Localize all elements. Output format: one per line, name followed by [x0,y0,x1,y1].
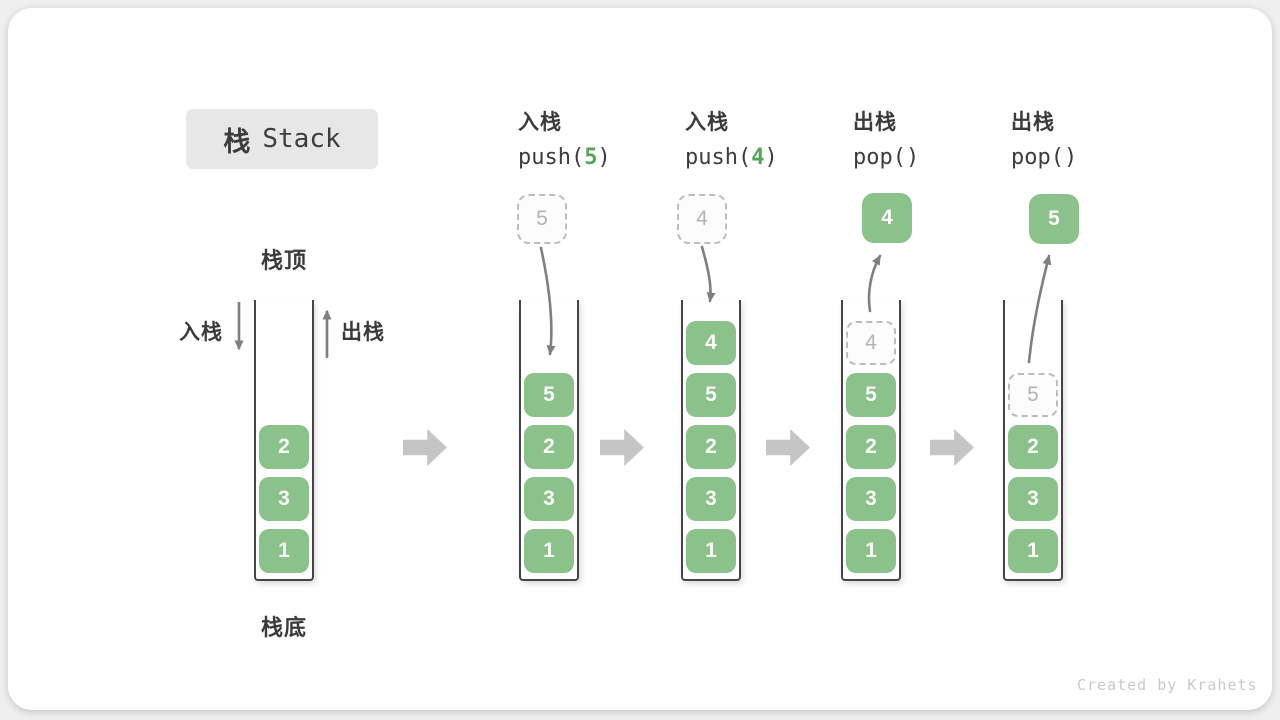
code-post: ) [1063,145,1078,170]
op-zh: 出栈 [853,111,897,134]
title-zh: 栈 [223,126,251,157]
stack-container-2: 5 2 3 1 [519,300,579,581]
code-post: ) [905,145,920,170]
stack-cell: 2 [1008,425,1058,469]
label-pop-side: 出栈 [341,321,385,344]
stack-cell: 1 [686,529,736,573]
watermark: Created by Krahets [1077,676,1258,694]
op-code: push(5) [518,145,611,170]
code-post: ) [597,145,611,170]
stack-cell: 3 [259,477,309,521]
stack-cell: 3 [686,477,736,521]
stack-cell: 5 [846,373,896,417]
stack-cell-ghost: 4 [846,321,896,365]
stack-cell: 1 [1008,529,1058,573]
stack-cell: 2 [686,425,736,469]
code-arg: 5 [584,145,598,170]
float-box-solid-4: 4 [862,193,912,243]
op-zh: 入栈 [685,111,729,134]
op-zh: 入栈 [518,111,562,134]
op-code: pop() [853,145,919,170]
stack-cell: 3 [524,477,574,521]
float-box-dashed-5: 5 [517,194,567,244]
stack-cell: 3 [846,477,896,521]
stack-cell: 1 [846,529,896,573]
code-pre: pop( [1011,145,1064,170]
op-zh: 出栈 [1011,111,1055,134]
stack-cell: 5 [524,373,574,417]
stack-container-1: 2 3 1 [254,300,314,581]
op-label-push-4: 入栈 push(4) [685,106,778,170]
stack-container-4: 4 5 2 3 1 [841,300,901,581]
label-stack-bottom: 栈底 [260,615,307,640]
stack-container-3: 4 5 2 3 1 [681,300,741,581]
stack-cell-ghost: 5 [1008,373,1058,417]
op-label-pop-1: 出栈 pop() [853,106,919,170]
label-stack-top: 栈顶 [260,248,307,273]
code-pre: push( [518,145,585,170]
stack-cell: 5 [686,373,736,417]
op-code: pop() [1011,145,1077,170]
stack-cell: 1 [524,529,574,573]
code-post: ) [764,145,778,170]
code-pre: push( [685,145,752,170]
op-code: push(4) [685,145,778,170]
stack-cell: 4 [686,321,736,365]
label-push-side: 入栈 [179,321,223,344]
stack-cell: 3 [1008,477,1058,521]
op-label-push-5: 入栈 push(5) [518,106,611,170]
code-pre: pop( [853,145,906,170]
op-label-pop-2: 出栈 pop() [1011,106,1077,170]
float-box-solid-5: 5 [1029,194,1079,244]
title-box: 栈 Stack [186,109,378,169]
stack-container-5: 5 2 3 1 [1003,300,1063,581]
float-box-dashed-4: 4 [677,194,727,244]
stack-cell: 2 [846,425,896,469]
stack-cell: 2 [524,425,574,469]
title-en: Stack [262,124,341,154]
stack-cell: 1 [259,529,309,573]
code-arg: 4 [751,145,765,170]
stack-cell: 2 [259,425,309,469]
